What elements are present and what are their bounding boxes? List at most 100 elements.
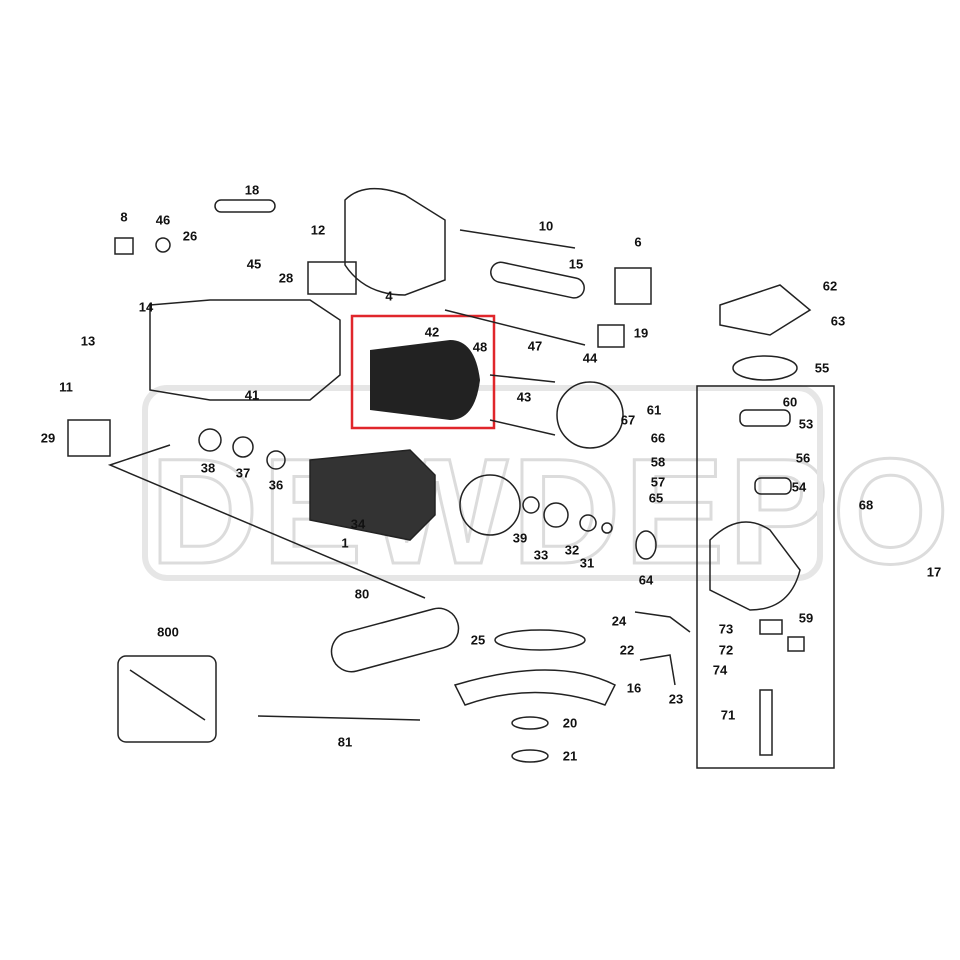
callout-11: 11 bbox=[59, 379, 73, 395]
callout-17: 17 bbox=[926, 564, 942, 580]
callout-44: 44 bbox=[582, 350, 598, 366]
part-55 bbox=[732, 355, 798, 381]
part-53 bbox=[739, 409, 791, 427]
part-36 bbox=[266, 450, 286, 470]
callout-68: 68 bbox=[858, 497, 874, 513]
part-24 bbox=[634, 611, 691, 633]
part-8 bbox=[114, 237, 134, 255]
callout-36: 36 bbox=[268, 477, 284, 493]
callout-26: 26 bbox=[182, 228, 198, 244]
callout-41: 41 bbox=[244, 387, 260, 403]
callout-56: 56 bbox=[795, 450, 811, 466]
callout-21: 21 bbox=[562, 748, 578, 764]
callout-42: 42 bbox=[424, 324, 440, 340]
callout-59: 59 bbox=[798, 610, 814, 626]
part-37 bbox=[232, 436, 254, 458]
part-29 bbox=[67, 419, 111, 457]
part-73 bbox=[759, 619, 783, 635]
callout-63: 63 bbox=[830, 313, 846, 329]
callout-18: 18 bbox=[244, 182, 260, 198]
part-63 bbox=[719, 284, 812, 336]
callout-16: 16 bbox=[626, 680, 642, 696]
part-43a bbox=[489, 374, 556, 383]
callout-47: 47 bbox=[527, 338, 543, 354]
callout-74: 74 bbox=[712, 662, 728, 678]
callout-33: 33 bbox=[533, 547, 549, 563]
callout-24: 24 bbox=[611, 613, 627, 629]
part-46 bbox=[155, 237, 171, 253]
callout-34: 34 bbox=[350, 516, 366, 532]
callout-58: 58 bbox=[650, 454, 666, 470]
callout-38: 38 bbox=[200, 460, 216, 476]
part-28 bbox=[307, 261, 357, 295]
part-33 bbox=[543, 502, 569, 528]
callout-6: 6 bbox=[634, 234, 642, 250]
callout-71: 71 bbox=[720, 707, 736, 723]
callout-72: 72 bbox=[718, 642, 734, 658]
callout-43: 43 bbox=[516, 389, 532, 405]
callout-31: 31 bbox=[579, 555, 595, 571]
part-42 bbox=[370, 340, 480, 420]
callout-60: 60 bbox=[782, 394, 798, 410]
callout-1: 1 bbox=[341, 535, 349, 551]
part-47 bbox=[444, 309, 586, 346]
highlight-box-stator bbox=[350, 314, 496, 430]
callout-37: 37 bbox=[235, 465, 251, 481]
part-38 bbox=[198, 428, 222, 452]
callout-29: 29 bbox=[40, 430, 56, 446]
callout-67: 67 bbox=[620, 412, 636, 428]
callout-4: 4 bbox=[385, 288, 393, 304]
part-80 bbox=[330, 607, 460, 673]
callout-54: 54 bbox=[791, 479, 807, 495]
callout-39: 39 bbox=[512, 530, 528, 546]
part-25 bbox=[494, 629, 586, 651]
group-box-800 bbox=[117, 655, 217, 743]
callout-53: 53 bbox=[798, 416, 814, 432]
part-54 bbox=[754, 477, 792, 495]
callout-14: 14 bbox=[138, 299, 154, 315]
part-15 bbox=[490, 261, 585, 299]
part-18 bbox=[214, 199, 276, 213]
part-6 bbox=[614, 267, 652, 305]
part-71 bbox=[759, 689, 773, 756]
part-22 bbox=[639, 654, 676, 686]
part-4 bbox=[344, 187, 446, 296]
part-10 bbox=[459, 229, 576, 249]
part-800-tool bbox=[129, 669, 206, 721]
part-41 bbox=[149, 299, 341, 401]
callout-13: 13 bbox=[80, 333, 96, 349]
callout-25: 25 bbox=[470, 632, 486, 648]
armature-group-line bbox=[107, 444, 426, 599]
group-box-68 bbox=[696, 385, 835, 769]
part-21 bbox=[511, 749, 549, 763]
callout-32: 32 bbox=[564, 542, 580, 558]
callout-61: 61 bbox=[646, 402, 662, 418]
part-64 bbox=[635, 530, 657, 560]
callout-64: 64 bbox=[638, 572, 654, 588]
part-44 bbox=[556, 381, 624, 449]
part-34 bbox=[459, 474, 521, 536]
callout-48: 48 bbox=[472, 339, 488, 355]
part-31 bbox=[601, 522, 613, 534]
callout-10: 10 bbox=[538, 218, 554, 234]
callout-73: 73 bbox=[718, 621, 734, 637]
callout-46: 46 bbox=[155, 212, 171, 228]
part-39 bbox=[522, 496, 540, 514]
callout-80: 80 bbox=[354, 586, 370, 602]
part-19 bbox=[597, 324, 625, 348]
part-43b bbox=[489, 419, 556, 436]
part-1-armature bbox=[309, 449, 436, 541]
callout-57: 57 bbox=[650, 474, 666, 490]
part-20 bbox=[511, 716, 549, 730]
part-32 bbox=[579, 514, 597, 532]
callout-8: 8 bbox=[120, 209, 128, 225]
part-16 bbox=[453, 669, 617, 706]
part-81 bbox=[257, 715, 421, 721]
part-59 bbox=[787, 636, 805, 652]
callout-20: 20 bbox=[562, 715, 578, 731]
watermark-frame bbox=[142, 385, 823, 581]
callout-12: 12 bbox=[310, 222, 326, 238]
callout-23: 23 bbox=[668, 691, 684, 707]
